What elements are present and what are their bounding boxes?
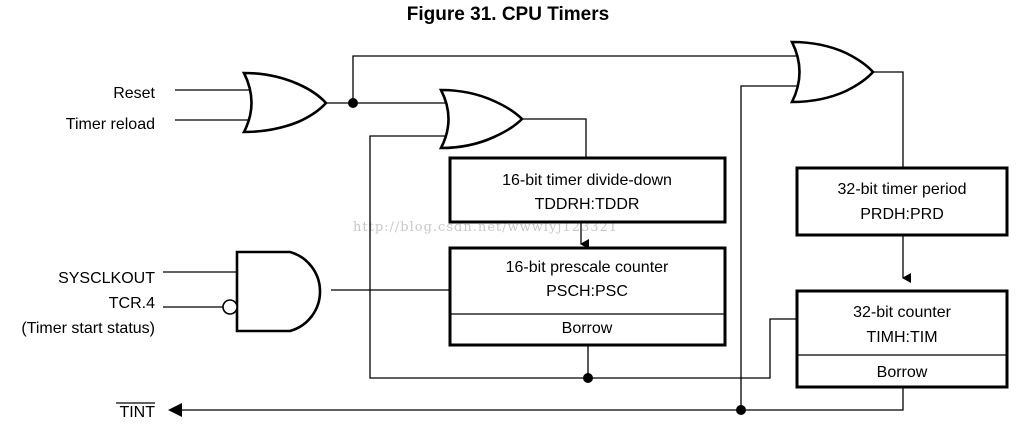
figure-title: Figure 31. CPU Timers [407, 4, 609, 25]
tddr-line1: 16-bit timer divide-down [502, 172, 672, 189]
or-gate-counter-reload [789, 40, 875, 104]
prd-line1: 32-bit timer period [838, 181, 967, 198]
prd-box [795, 166, 1009, 237]
psc-box [448, 246, 727, 347]
junction-dot-psc-borrow [583, 373, 593, 383]
tddr-box [448, 156, 727, 224]
tim-borrow-label: Borrow [877, 364, 928, 381]
or-gate-prescale-reload [438, 88, 524, 150]
psc-line1: 16-bit prescale counter [506, 259, 669, 276]
or-gate-reset [241, 71, 328, 134]
block-tddr: 16-bit timer divide-down TDDRH:TDDR [448, 156, 727, 224]
psc-borrow-feedback-wire [369, 135, 589, 379]
or3-to-prd-wire [873, 71, 904, 168]
tint-arrowhead [168, 403, 182, 417]
tint-output: TINT [116, 402, 155, 421]
tim-line1: 32-bit counter [853, 304, 952, 321]
reload-to-or3-wire [352, 55, 800, 103]
prd-line2: PRDH:PRD [860, 206, 944, 223]
psc-line2: PSCH:PSC [546, 283, 628, 300]
timer-start-status-label: (Timer start status) [21, 320, 155, 337]
block-tim: 32-bit counter TIMH:TIM Borrow [795, 289, 1009, 389]
block-psc: 16-bit prescale counter PSCH:PSC Borrow [448, 246, 727, 347]
wires [163, 55, 911, 417]
tcr4-label: TCR.4 [109, 295, 155, 312]
reset-label: Reset [113, 85, 155, 102]
tint-wire [178, 387, 904, 411]
tint-feedback-wire [740, 85, 800, 410]
watermark: http://blog.csdn.net/wwwlyj123321 [353, 220, 618, 235]
psc-borrow-label: Borrow [562, 320, 613, 337]
tint-label: TINT [119, 404, 155, 421]
tim-line2: TIMH:TIM [866, 329, 937, 346]
or2-to-tddr-wire [520, 118, 587, 158]
tddr-line2: TDDRH:TDDR [535, 196, 640, 213]
block-prd: 32-bit timer period PRDH:PRD [795, 166, 1009, 237]
sysclkout-label: SYSCLKOUT [58, 270, 155, 287]
timer-reload-label: Timer reload [66, 116, 155, 133]
tim-box [795, 289, 1009, 389]
junction-dot-reload [348, 98, 358, 108]
and-gate-sysclkout [235, 250, 322, 333]
junction-dot-tint [736, 405, 746, 415]
inverter-bubble [222, 299, 238, 315]
psc-borrow-to-tim-wire [588, 318, 797, 379]
